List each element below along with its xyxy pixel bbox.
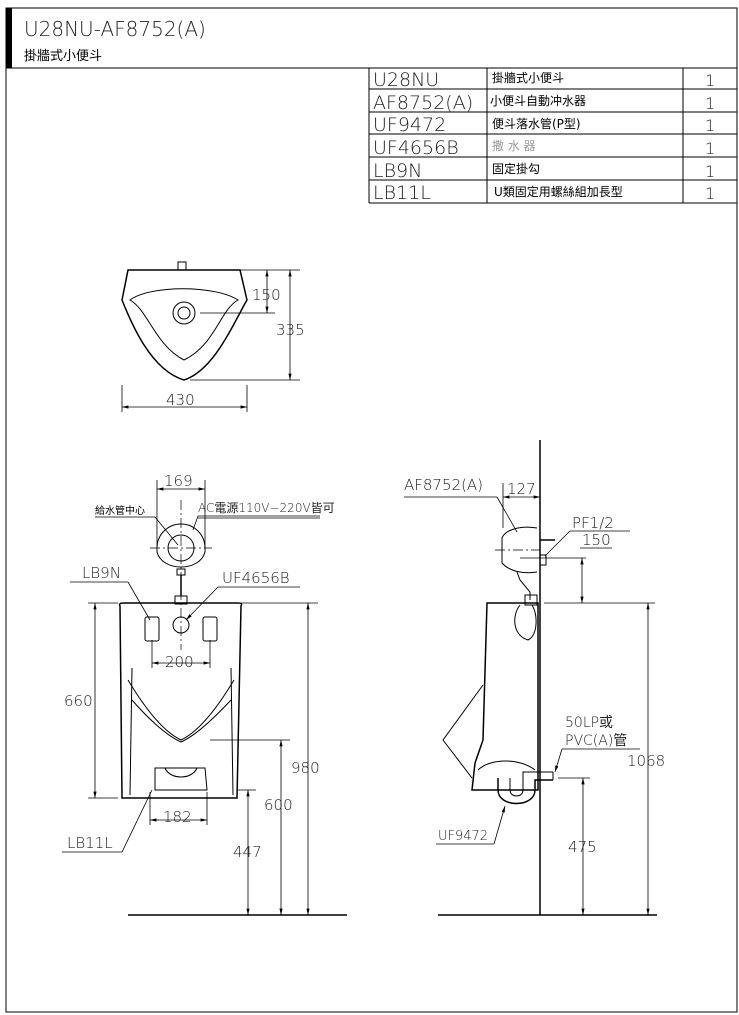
valve-offset-dim: 150 <box>582 531 611 549</box>
parts-table: U28NU 掛牆式小便斗 1 AF8752(A) 小便斗自動冲水器 1 UF94… <box>368 68 737 204</box>
top-width-dim: 430 <box>166 391 195 409</box>
part-code: UF4656B <box>373 137 459 159</box>
drain-height-dim: 475 <box>568 838 597 856</box>
height-dim: 660 <box>64 692 93 710</box>
bolt-spacing-dim: 182 <box>163 808 192 826</box>
thread-label: PF1/2 <box>572 514 614 532</box>
part-qty: 1 <box>705 139 715 158</box>
part-code: LB9N <box>373 160 422 182</box>
top-outlet-dim: 150 <box>252 286 281 304</box>
header-accent-bar <box>6 8 12 68</box>
part-name: 掛牆式小便斗 <box>492 70 564 85</box>
pipe-label-1: 50LP或 <box>565 715 613 731</box>
table-row: UF4656B 撒 水 器 1 <box>373 137 715 159</box>
side-view: AF8752(A) 127 PF1/2 150 1068 50LP或 PVC(A… <box>404 440 665 916</box>
drawing-subtitle: 掛牆式小便斗 <box>24 49 102 64</box>
part-name: 撒 水 器 <box>492 138 536 153</box>
urinal-side <box>471 602 539 791</box>
side-top-height-dim: 1068 <box>627 752 665 770</box>
spreader-label: UF4656B <box>222 569 290 587</box>
bottom-height-dim: 447 <box>233 843 262 861</box>
hook-label: LB9N <box>82 564 121 582</box>
part-qty: 1 <box>705 162 715 181</box>
urinal-bowl <box>118 602 243 799</box>
part-name: U類固定用螺絲組加長型 <box>494 184 623 199</box>
part-code: AF8752(A) <box>373 92 473 114</box>
power-label: AC電源110V−220V皆可 <box>198 501 335 515</box>
bolt-label: LB11L <box>67 834 113 852</box>
top-depth-dim: 335 <box>276 321 305 339</box>
table-row: UF9472 便斗落水管(P型) 1 <box>373 114 715 136</box>
valve-width-dim: 169 <box>164 472 193 490</box>
table-row: LB9N 固定掛勾 1 <box>373 160 715 182</box>
flush-valve-side <box>501 526 538 574</box>
spreader <box>172 616 190 634</box>
hook-right <box>202 616 218 642</box>
table-row: AF8752(A) 小便斗自動冲水器 1 <box>373 92 715 114</box>
flush-valve <box>156 523 206 568</box>
part-name: 固定掛勾 <box>492 161 540 176</box>
top-view: 430 150 335 <box>121 261 305 412</box>
part-name: 便斗落水管(P型) <box>492 116 581 131</box>
front-view: 169 給水管中心 AC電源110V−220V皆可 LB9N UF4656B 2 <box>62 472 347 916</box>
top-height-dim: 980 <box>291 759 320 777</box>
part-qty: 1 <box>705 71 715 90</box>
pipe-label-2: PVC(A)管 <box>565 733 627 749</box>
table-row: U28NU 掛牆式小便斗 1 <box>373 69 715 91</box>
rim-height-dim: 600 <box>264 796 293 814</box>
part-qty: 1 <box>705 116 715 135</box>
part-name: 小便斗自動冲水器 <box>490 93 586 108</box>
hook-left <box>144 616 160 642</box>
valve-depth-dim: 127 <box>507 480 536 498</box>
part-code: UF9472 <box>373 114 446 136</box>
part-qty: 1 <box>705 94 715 113</box>
part-code: LB11L <box>373 182 431 204</box>
hook-spacing-dim: 200 <box>165 653 194 671</box>
drawing-title: U28NU-AF8752(A) <box>24 17 206 41</box>
supply-center-label: 給水管中心 <box>95 504 145 517</box>
table-row: LB11L U類固定用螺絲組加長型 1 <box>373 182 715 204</box>
part-qty: 1 <box>705 184 715 203</box>
trap-label: UF9472 <box>438 829 488 844</box>
part-code: U28NU <box>373 69 439 91</box>
p-trap <box>497 778 553 805</box>
sheet-border <box>5 7 738 1013</box>
valve-side-label: AF8752(A) <box>404 476 483 494</box>
